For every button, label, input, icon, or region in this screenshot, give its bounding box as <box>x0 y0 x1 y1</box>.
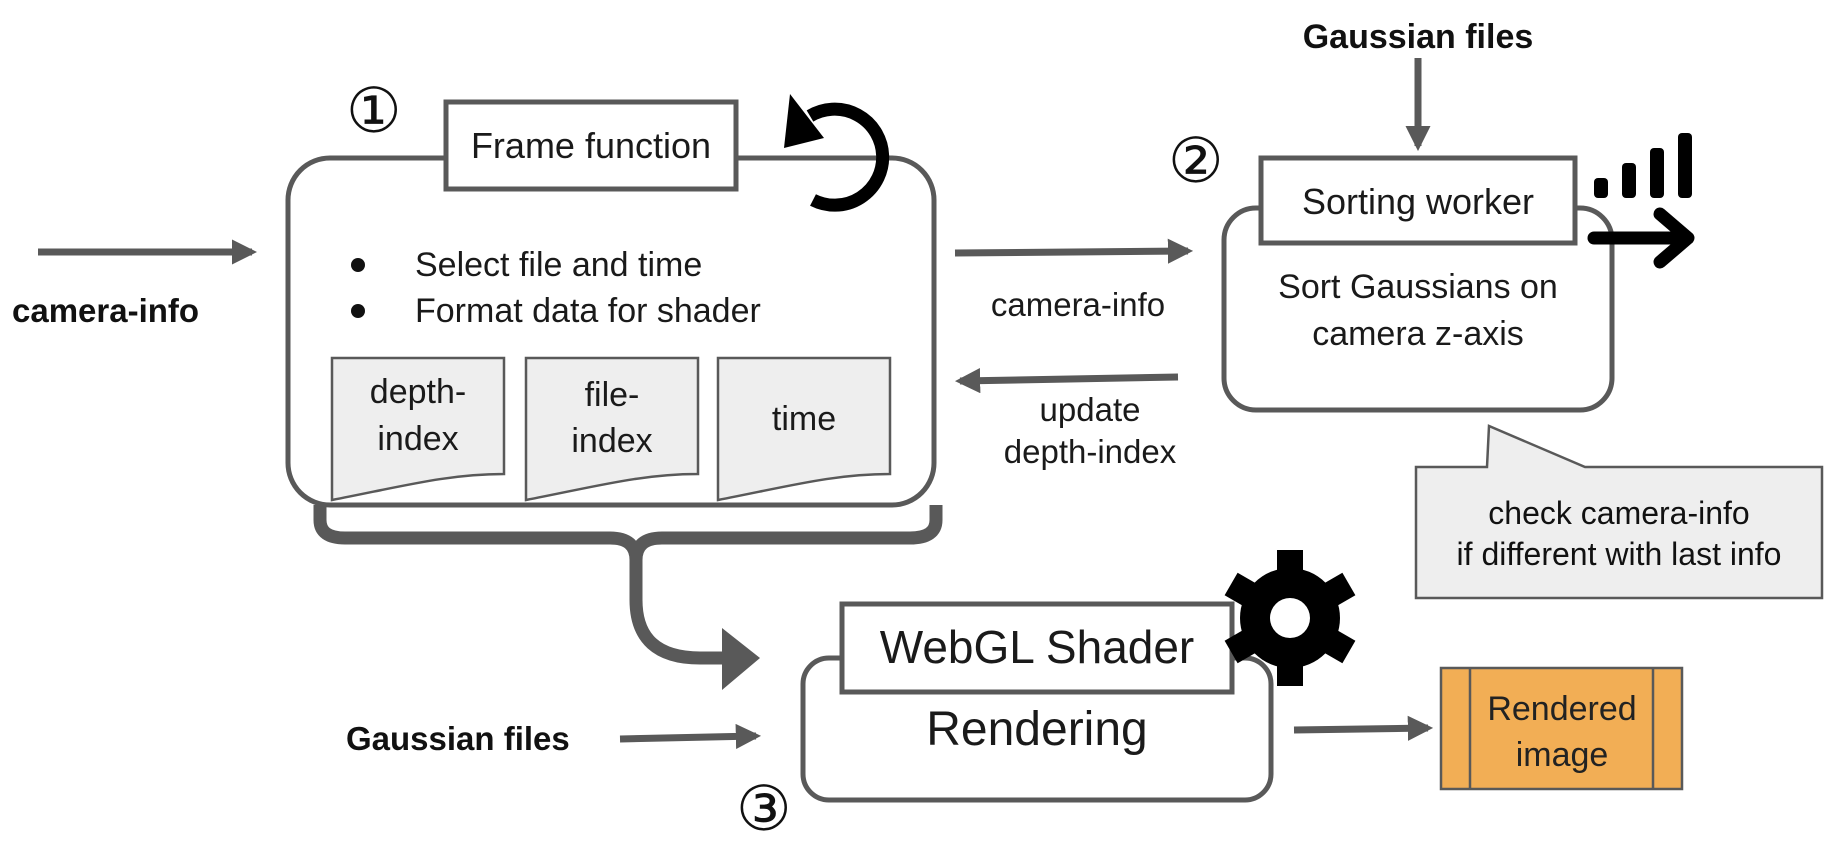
signal-bars-arrow-icon <box>1587 133 1695 269</box>
doc-depth-index-line1: depth- <box>370 373 466 411</box>
output-arrow <box>1293 715 1434 741</box>
sort-title-box <box>1258 155 1578 246</box>
render-body: Rendering <box>926 703 1147 756</box>
note-callout: check camera-info if different with last… <box>1414 424 1824 600</box>
bullet-dot <box>351 258 365 272</box>
frame-bullet-2: Format data for shader <box>415 292 761 330</box>
update-label-line1: update <box>1040 391 1141 428</box>
sort-title: Sorting worker <box>1302 181 1534 222</box>
doc-file-index: file- index <box>524 356 700 502</box>
render-title: WebGL Shader <box>880 621 1195 673</box>
frame-bullet-list: Select file and time Format data for sha… <box>351 246 761 330</box>
gear-icon <box>1224 550 1356 686</box>
rendered-image-line1: Rendered <box>1487 690 1636 728</box>
frame-bullet-1: Select file and time <box>415 246 702 284</box>
step-1-number: ① <box>346 77 402 146</box>
frame-title-box <box>443 99 739 192</box>
rendered-image-line2: image <box>1516 736 1609 774</box>
frame-title: Frame function <box>471 125 711 166</box>
render-title-box <box>839 601 1235 695</box>
bullet-dot <box>351 304 365 318</box>
note-line2: if different with last info <box>1457 536 1782 572</box>
doc-time-line1: time <box>772 400 836 438</box>
update-depth-index-arrow <box>954 368 1179 394</box>
note-line1: check camera-info <box>1488 495 1749 531</box>
brace-connector <box>313 505 943 690</box>
input-camera-info-label: camera-info <box>12 292 199 329</box>
update-label-line2: depth-index <box>1004 433 1177 470</box>
doc-file-index-line2: index <box>571 422 652 460</box>
render-gaussian-files-arrow <box>619 723 762 750</box>
camera-info-arrow-label: camera-info <box>991 286 1165 323</box>
refresh-icon <box>784 94 890 212</box>
doc-time: time <box>716 356 892 502</box>
camera-info-arrow <box>954 238 1194 264</box>
doc-depth-index: depth- index <box>330 356 506 502</box>
render-gaussian-files-label: Gaussian files <box>346 720 570 757</box>
sort-gaussian-files-label: Gaussian files <box>1303 18 1534 56</box>
doc-depth-index-line2: index <box>377 420 458 458</box>
step-3-number: ③ <box>736 775 792 844</box>
rendered-image-box: Rendered image <box>1439 666 1684 791</box>
doc-file-index-line1: file- <box>585 376 640 414</box>
step-2-number: ② <box>1168 127 1224 196</box>
sort-desc-line1: Sort Gaussians on <box>1278 268 1558 306</box>
sort-desc-line2: camera z-axis <box>1312 315 1524 353</box>
